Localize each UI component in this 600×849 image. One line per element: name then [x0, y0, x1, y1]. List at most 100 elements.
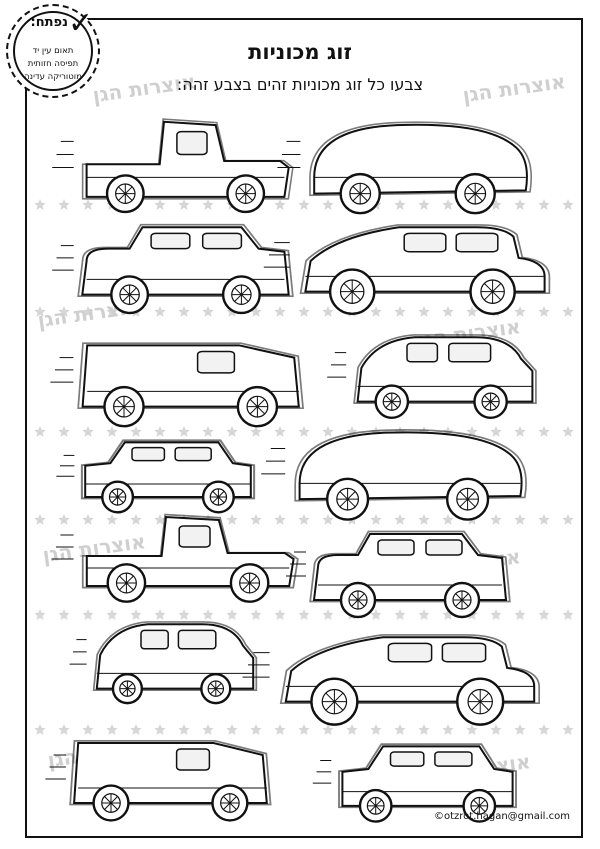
- star-icon: [106, 609, 118, 620]
- star-icon: [490, 426, 502, 437]
- star-icon: [154, 609, 166, 620]
- car-window: [203, 233, 242, 248]
- badge-skill-2: תפיסה חזותית: [27, 59, 79, 69]
- star-icon: [106, 426, 118, 437]
- star-icon: [202, 306, 214, 317]
- star-icon: [106, 724, 118, 735]
- star-icon: [370, 514, 382, 525]
- star-icon: [538, 514, 550, 525]
- star-icon: [82, 724, 94, 735]
- star-icon: [82, 199, 94, 210]
- star-icon: [442, 199, 454, 210]
- star-icon: [490, 199, 502, 210]
- star-icon: [370, 306, 382, 317]
- star-icon: [442, 306, 454, 317]
- car-window: [141, 630, 168, 648]
- star-icon: [298, 426, 310, 437]
- star-icon: [226, 514, 238, 525]
- car-window: [151, 233, 190, 248]
- star-icon: [106, 306, 118, 317]
- car-window: [435, 752, 472, 766]
- star-icon: [418, 306, 430, 317]
- car-taxi: [286, 532, 510, 617]
- star-icon: [154, 199, 166, 210]
- star-icon: [538, 724, 550, 735]
- car-beetle: [261, 430, 526, 520]
- wheel-icon: [212, 786, 247, 821]
- star-icon: [154, 426, 166, 437]
- wheel-icon: [203, 482, 234, 513]
- car-pickup: [52, 119, 293, 212]
- star-icon: [514, 306, 526, 317]
- star-icon: [322, 514, 334, 525]
- star-icon: [58, 724, 70, 735]
- star-icon: [58, 199, 70, 210]
- star-icon: [58, 426, 70, 437]
- car-window: [426, 540, 462, 555]
- car-compact: [70, 622, 257, 703]
- wheel-icon: [201, 674, 230, 703]
- star-icon: [274, 724, 286, 735]
- star-icon: [322, 199, 334, 210]
- star-icon: [562, 514, 574, 525]
- car-window: [177, 132, 207, 155]
- star-icon: [274, 426, 286, 437]
- star-icon: [178, 426, 190, 437]
- star-icon: [250, 306, 262, 317]
- star-icon: [34, 724, 46, 735]
- star-icon: [418, 609, 430, 620]
- star-icon: [82, 306, 94, 317]
- star-icon: [394, 514, 406, 525]
- star-icon: [394, 199, 406, 210]
- car-sedan-small: [313, 744, 516, 821]
- wheel-icon: [231, 564, 268, 601]
- star-icon: [562, 724, 574, 735]
- star-icon: [274, 514, 286, 525]
- star-icon: [442, 609, 454, 620]
- star-icon: [58, 609, 70, 620]
- star-icon: [514, 609, 526, 620]
- worksheet-border: [25, 18, 583, 838]
- star-icon: [346, 724, 358, 735]
- wheel-icon: [447, 479, 488, 520]
- star-icon: [226, 426, 238, 437]
- page-title: זוג מכוניות: [248, 40, 352, 64]
- star-dividers: [34, 199, 574, 735]
- star-icon: [130, 724, 142, 735]
- star-icon: [538, 199, 550, 210]
- star-icon: [490, 609, 502, 620]
- star-icon: [154, 514, 166, 525]
- star-icon: [274, 199, 286, 210]
- checkmark-icon: ✓: [68, 6, 94, 41]
- car-sedan: [264, 225, 550, 314]
- star-icon: [154, 306, 166, 317]
- wheel-icon: [456, 174, 495, 213]
- star-icon: [370, 724, 382, 735]
- star-icon: [562, 306, 574, 317]
- wheel-icon: [341, 174, 380, 213]
- star-icon: [178, 609, 190, 620]
- car-window: [456, 233, 498, 251]
- star-icon: [466, 306, 478, 317]
- star-icon: [562, 426, 574, 437]
- star-icon: [226, 724, 238, 735]
- star-icon: [418, 724, 430, 735]
- wheel-icon: [311, 679, 357, 725]
- badge-heading: נפתח:: [30, 15, 68, 30]
- car-window: [177, 749, 210, 770]
- star-icon: [226, 609, 238, 620]
- wheel-icon: [104, 387, 143, 426]
- car-window: [179, 526, 210, 547]
- badge-skill-3: מוטוריקה עדינה: [24, 72, 82, 82]
- wheel-icon: [376, 386, 408, 418]
- wheel-icon: [327, 479, 368, 520]
- star-icon: [514, 199, 526, 210]
- wheel-icon: [238, 387, 277, 426]
- car-taxi: [52, 225, 293, 313]
- car-window: [404, 233, 446, 251]
- star-icon: [130, 426, 142, 437]
- star-icon: [298, 199, 310, 210]
- badge-inner-ring: [13, 11, 93, 91]
- star-icon: [370, 609, 382, 620]
